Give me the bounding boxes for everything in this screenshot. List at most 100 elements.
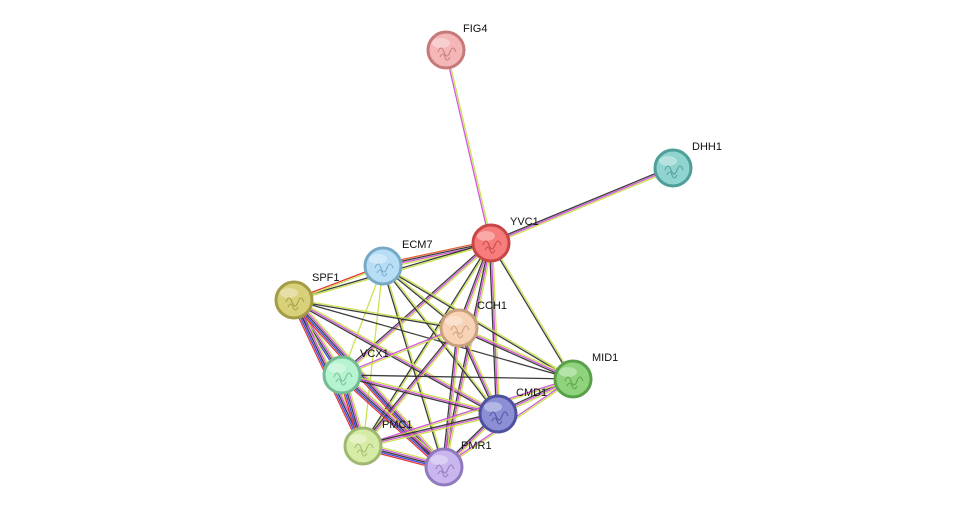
edge-strand — [343, 372, 447, 466]
edge-strand — [383, 265, 500, 414]
node-label: ECM7 — [402, 239, 433, 251]
protein-structure-icon — [450, 325, 470, 339]
edge-strand — [490, 165, 673, 243]
edge-strand — [339, 376, 443, 470]
edge-spf1-cch1[interactable] — [293, 298, 460, 330]
node-ecm7[interactable]: ECM7 — [363, 239, 433, 286]
protein-structure-icon — [285, 297, 305, 311]
protein-structure-icon — [333, 372, 353, 386]
node-highlight — [280, 288, 298, 298]
edge-ecm7-pmc1[interactable] — [362, 265, 384, 447]
node-cch1[interactable]: CCH1 — [439, 300, 507, 348]
protein-structure-icon — [482, 240, 502, 254]
node-mid1[interactable]: MID1 — [553, 352, 618, 399]
edge-strand — [294, 298, 500, 414]
node-circle[interactable] — [439, 308, 479, 348]
edge-strand — [362, 411, 498, 446]
node-circle[interactable] — [424, 447, 464, 487]
node-vcx1[interactable]: VCX1 — [322, 348, 389, 395]
edge-strand — [341, 374, 499, 415]
edge-strand — [444, 328, 462, 468]
node-label: FIG4 — [463, 23, 487, 35]
edge-strand — [443, 327, 460, 468]
edge-strand — [342, 372, 499, 414]
edge-cch1-mid1[interactable] — [458, 325, 574, 382]
edge-strand — [362, 377, 573, 446]
node-circle[interactable] — [471, 223, 511, 263]
edge-fig4-yvc1[interactable] — [444, 49, 493, 244]
edge-strand — [443, 242, 492, 468]
node-circle[interactable] — [322, 355, 362, 395]
edge-yvc1-cmd1[interactable] — [488, 242, 501, 415]
edge-strand — [459, 325, 574, 379]
node-cmd1[interactable]: CMD1 — [478, 387, 547, 434]
edge-vcx1-pmr1[interactable] — [339, 372, 447, 470]
edge-strand — [446, 49, 493, 243]
edge-strand — [362, 413, 499, 447]
edge-ecm7-cmd1[interactable] — [381, 265, 500, 415]
edge-strand — [489, 243, 573, 380]
edge-strand — [363, 243, 493, 447]
edge-strand — [362, 265, 384, 447]
edge-strand — [292, 300, 444, 469]
edge-cch1-vcx1[interactable] — [341, 326, 460, 377]
edge-strand — [383, 264, 574, 379]
edge-vcx1-cmd1[interactable] — [341, 372, 499, 417]
node-label: MID1 — [592, 352, 618, 364]
protein-structure-icon — [437, 47, 457, 61]
node-fig4[interactable]: FIG4 — [426, 23, 487, 70]
edge-strand — [383, 265, 446, 467]
node-highlight — [328, 363, 346, 373]
node-highlight — [484, 402, 502, 412]
node-pmc1[interactable]: PMC1 — [343, 419, 413, 466]
edge-cmd1-pmc1[interactable] — [362, 411, 499, 449]
edge-spf1-cmd1[interactable] — [292, 298, 500, 416]
edge-cch1-pmc1[interactable] — [361, 326, 461, 448]
edge-strand — [458, 327, 574, 380]
edge-strand — [381, 266, 498, 415]
protein-structure-icon — [435, 464, 455, 478]
node-label: SPF1 — [312, 272, 340, 284]
node-circle[interactable] — [553, 359, 593, 399]
edge-strand — [291, 301, 443, 470]
node-circle[interactable] — [426, 30, 466, 70]
node-highlight — [430, 455, 448, 465]
edge-vcx1-mid1[interactable] — [341, 374, 574, 380]
node-highlight — [445, 316, 463, 326]
protein-structure-icon — [374, 263, 394, 277]
edge-strand — [292, 300, 498, 416]
node-label: YVC1 — [510, 216, 539, 228]
edge-cch1-pmr1[interactable] — [441, 327, 462, 468]
edge-dhh1-yvc1[interactable] — [490, 165, 674, 246]
node-pmr1[interactable]: PMR1 — [424, 440, 492, 487]
node-highlight — [559, 367, 577, 377]
node-spf1[interactable]: SPF1 — [274, 272, 340, 320]
edge-strand — [441, 327, 459, 467]
node-circle[interactable] — [653, 148, 693, 188]
node-label: VCX1 — [360, 348, 389, 360]
node-label: CMD1 — [516, 387, 547, 399]
protein-structure-icon — [354, 443, 374, 457]
edge-strand — [488, 243, 498, 415]
edge-strand — [340, 241, 491, 375]
edge-strand — [342, 328, 460, 377]
edge-strand — [363, 328, 461, 448]
protein-structure-icon — [664, 165, 684, 179]
node-circle[interactable] — [363, 246, 403, 286]
node-dhh1[interactable]: DHH1 — [653, 141, 722, 188]
node-label: CCH1 — [477, 300, 507, 312]
node-circle[interactable] — [478, 394, 518, 434]
node-yvc1[interactable]: YVC1 — [471, 216, 539, 263]
node-circle[interactable] — [343, 426, 383, 466]
edge-strand — [293, 299, 499, 415]
edge-yvc1-mid1[interactable] — [489, 242, 575, 380]
node-highlight — [659, 156, 677, 166]
node-circle[interactable] — [274, 280, 314, 320]
edge-strand — [294, 298, 460, 328]
node-highlight — [349, 434, 367, 444]
protein-structure-icon — [564, 376, 584, 390]
edge-strand — [491, 168, 674, 246]
edge-strand — [490, 167, 674, 244]
